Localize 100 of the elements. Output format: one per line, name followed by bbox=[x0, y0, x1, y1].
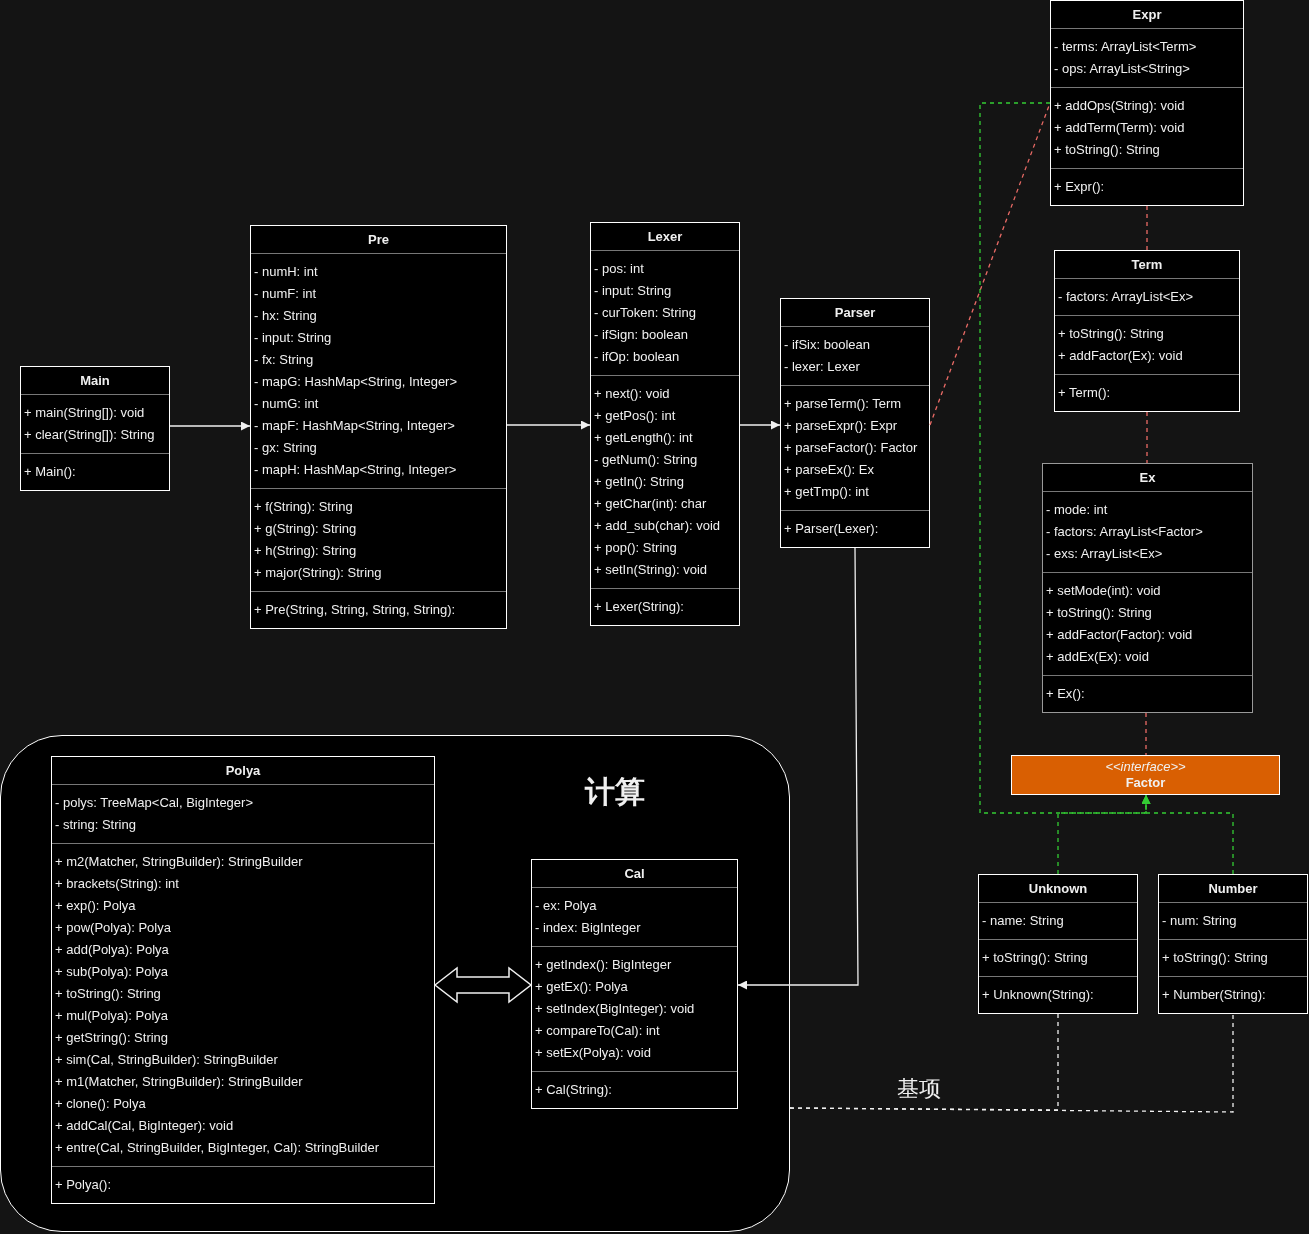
member-text: + clear(String[]): String bbox=[23, 426, 155, 444]
member-text: + setIn(String): void bbox=[593, 561, 708, 579]
member-text: + clone(): Polya bbox=[54, 1095, 146, 1113]
member-text: + Polya(): bbox=[54, 1176, 111, 1194]
member-text: + toString(): String bbox=[54, 985, 161, 1003]
arrow bbox=[737, 547, 859, 990]
class-box bbox=[1042, 463, 1253, 713]
member-text: + setMode(int): void bbox=[1045, 582, 1161, 600]
member-text: - mode: int bbox=[1045, 501, 1108, 519]
member-text: - input: String bbox=[253, 329, 332, 347]
class-box bbox=[590, 222, 740, 626]
member-text: + parseTerm(): Term bbox=[783, 395, 902, 413]
arrow bbox=[739, 420, 781, 430]
member-text: - ifSign: boolean bbox=[593, 326, 688, 344]
member-text: - mapG: HashMap<String, Integer> bbox=[253, 373, 458, 391]
member-text: + f(String): String bbox=[253, 498, 353, 516]
member-text: + getEx(): Polya bbox=[534, 978, 628, 996]
dashed-connector bbox=[1145, 712, 1147, 756]
member-text: - ops: ArrayList<String> bbox=[1053, 60, 1190, 78]
class-box bbox=[978, 874, 1138, 1014]
member-text: + getTmp(): int bbox=[783, 483, 869, 501]
class-box bbox=[51, 756, 435, 1204]
member-text: + sub(Polya): Polya bbox=[54, 963, 169, 981]
member-text: + setEx(Polya): void bbox=[534, 1044, 651, 1062]
member-text: + getString(): String bbox=[54, 1029, 169, 1047]
dashed-connector bbox=[1141, 794, 1234, 875]
member-text: + mul(Polya): Polya bbox=[54, 1007, 169, 1025]
member-text: + toString(): String bbox=[981, 949, 1088, 967]
class-box bbox=[531, 859, 738, 1109]
member-text: + g(String): String bbox=[253, 520, 357, 538]
class-name: Ex bbox=[1138, 469, 1157, 487]
member-text: + m1(Matcher, StringBuilder): StringBuilder bbox=[54, 1073, 303, 1091]
member-text: - terms: ArrayList<Term> bbox=[1053, 38, 1197, 56]
class-name: Lexer bbox=[646, 228, 684, 246]
arrow bbox=[169, 421, 251, 431]
member-text: + toString(): String bbox=[1045, 604, 1152, 622]
member-text: + parseExpr(): Expr bbox=[783, 417, 898, 435]
member-text: - numH: int bbox=[253, 263, 318, 281]
class-name: Main bbox=[79, 372, 111, 390]
member-text: + toString(): String bbox=[1057, 325, 1164, 343]
member-text: + addEx(Ex): void bbox=[1045, 648, 1149, 666]
member-text: + addTerm(Term): void bbox=[1053, 119, 1185, 137]
member-text: + add(Polya): Polya bbox=[54, 941, 169, 959]
class-name: Parser bbox=[833, 304, 877, 322]
member-text: - num: String bbox=[1161, 912, 1237, 930]
group-title: 计算 bbox=[585, 774, 645, 810]
member-text: + Unknown(String): bbox=[981, 986, 1094, 1004]
member-text: - gx: String bbox=[253, 439, 317, 457]
member-text: - mapH: HashMap<String, Integer> bbox=[253, 461, 457, 479]
class-box bbox=[780, 298, 930, 548]
dashed-connector bbox=[1146, 411, 1148, 464]
member-text: + h(String): String bbox=[253, 542, 357, 560]
member-text: + Main(): bbox=[23, 463, 76, 481]
member-text: - index: BigInteger bbox=[534, 919, 641, 937]
member-text: + parseFactor(): Factor bbox=[783, 439, 918, 457]
member-text: - mapF: HashMap<String, Integer> bbox=[253, 417, 455, 435]
member-text: + entre(Cal, StringBuilder, BigInteger, Cal): StringBuilder bbox=[54, 1139, 380, 1157]
interface-box bbox=[1011, 755, 1280, 795]
member-text: - numG: int bbox=[253, 395, 319, 413]
member-text: + getIn(): String bbox=[593, 473, 684, 491]
class-name: Polya bbox=[224, 762, 262, 780]
member-text: - factors: ArrayList<Ex> bbox=[1057, 288, 1194, 306]
member-text: + getIndex(): BigInteger bbox=[534, 956, 672, 974]
stereotype-text: <<interface>> bbox=[1105, 759, 1186, 775]
arrow bbox=[506, 420, 591, 430]
member-text: - input: String bbox=[593, 282, 672, 300]
member-text: + add_sub(char): void bbox=[593, 517, 721, 535]
class-name: Pre bbox=[367, 231, 390, 249]
member-text: - name: String bbox=[981, 912, 1064, 930]
member-text: - fx: String bbox=[253, 351, 314, 369]
dashed-connector bbox=[789, 1013, 1234, 1113]
member-text: + brackets(String): int bbox=[54, 875, 179, 893]
member-text: + major(String): String bbox=[253, 564, 382, 582]
member-text: - numF: int bbox=[253, 285, 317, 303]
member-text: + getPos(): int bbox=[593, 407, 676, 425]
dashed-connector bbox=[1146, 205, 1148, 251]
member-text: - factors: ArrayList<Factor> bbox=[1045, 523, 1203, 541]
member-text: + main(String[]): void bbox=[23, 404, 145, 422]
member-text: - ifOp: boolean bbox=[593, 348, 680, 366]
member-text: + exp(): Polya bbox=[54, 897, 136, 915]
class-box bbox=[20, 366, 170, 491]
member-text: + addOps(String): void bbox=[1053, 97, 1185, 115]
member-text: + pow(Polya): Polya bbox=[54, 919, 171, 937]
member-text: + toString(): String bbox=[1161, 949, 1268, 967]
member-text: + Pre(String, String, String, String): bbox=[253, 601, 456, 619]
member-text: + compareTo(Cal): int bbox=[534, 1022, 660, 1040]
member-text: + Lexer(String): bbox=[593, 598, 684, 616]
group-container bbox=[0, 735, 790, 1232]
interface-name: Factor bbox=[1125, 775, 1166, 791]
member-text: + Term(): bbox=[1057, 384, 1111, 402]
member-text: + addCal(Cal, BigInteger): void bbox=[54, 1117, 234, 1135]
member-text: + Cal(String): bbox=[534, 1081, 612, 1099]
member-text: - lexer: Lexer bbox=[783, 358, 860, 376]
member-text: - ex: Polya bbox=[534, 897, 597, 915]
member-text: + addFactor(Ex): void bbox=[1057, 347, 1183, 365]
member-text: + Expr(): bbox=[1053, 178, 1105, 196]
member-text: + parseEx(): Ex bbox=[783, 461, 874, 479]
member-text: + Number(String): bbox=[1161, 986, 1266, 1004]
member-text: - getNum(): String bbox=[593, 451, 698, 469]
class-name: Expr bbox=[1131, 6, 1163, 24]
